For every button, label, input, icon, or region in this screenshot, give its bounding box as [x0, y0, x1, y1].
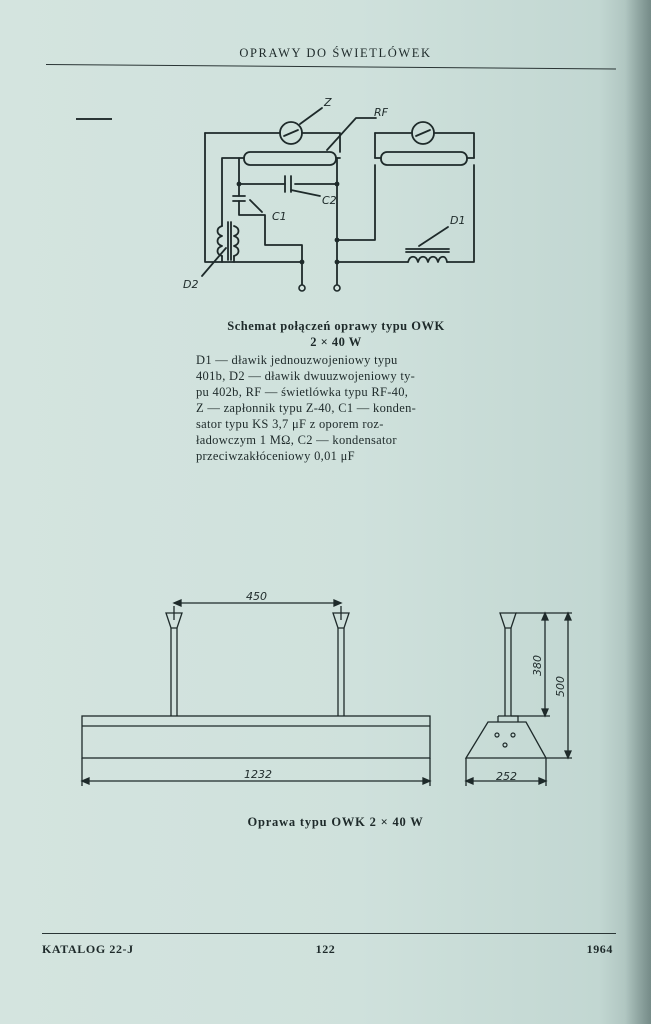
legend-line: D1 — dławik jednouzwojeniowy typu: [196, 353, 398, 367]
label-d2: D2: [183, 278, 198, 291]
label-c1: C1: [272, 210, 287, 223]
dim-252: 252: [496, 770, 517, 783]
page-number: 122: [315, 942, 336, 956]
footer-rule: [42, 933, 616, 934]
legend-line: Z — zapłonnik typu Z-40, C1 — konden-: [196, 401, 417, 415]
schematic-caption-title: Schemat połączeń oprawy typu OWK: [227, 319, 445, 333]
dim-1232: 1232: [244, 768, 272, 781]
wiring-schematic: Z RF C1 C2 D1 D2: [183, 96, 475, 292]
running-head: OPRAWY DO ŚWIETLÓWEK: [239, 46, 432, 60]
schematic-caption: Schemat połączeń oprawy typu OWK 2 × 40 …: [196, 318, 476, 464]
label-rf: RF: [374, 106, 389, 119]
legend-line: pu 402b, RF — świetlówka typu RF-40,: [196, 385, 409, 399]
dim-380: 380: [531, 655, 544, 676]
legend-line: przeciwzakłóceniowy 0,01 μF: [196, 449, 355, 463]
schematic-caption-rating: 2 × 40 W: [310, 335, 362, 349]
dim-450: 450: [246, 590, 267, 603]
schematic-legend: D1 — dławik jednouzwojeniowy typu 401b, …: [196, 352, 476, 464]
catalog-year: 1964: [586, 942, 613, 956]
page-spine-shadow: [625, 0, 651, 1024]
dim-500: 500: [554, 676, 567, 697]
ink-mark: [76, 118, 112, 120]
legend-line: 401b, D2 — dławik dwuuzwojeniowy ty-: [196, 369, 416, 383]
label-z: Z: [323, 96, 332, 109]
legend-line: sator typu KS 3,7 μF z oporem roz-: [196, 417, 384, 431]
label-d1: D1: [450, 214, 465, 227]
fixture-drawing: 450 1232 252 380 500: [80, 590, 572, 786]
label-c2: C2: [322, 194, 337, 207]
catalog-label: KATALOG 22-J: [42, 942, 134, 956]
header-rule: [45, 64, 616, 70]
legend-line: ładowczym 1 MΩ, C2 — kondensator: [196, 433, 397, 447]
fixture-caption: Oprawa typu OWK 2 × 40 W: [247, 815, 424, 829]
